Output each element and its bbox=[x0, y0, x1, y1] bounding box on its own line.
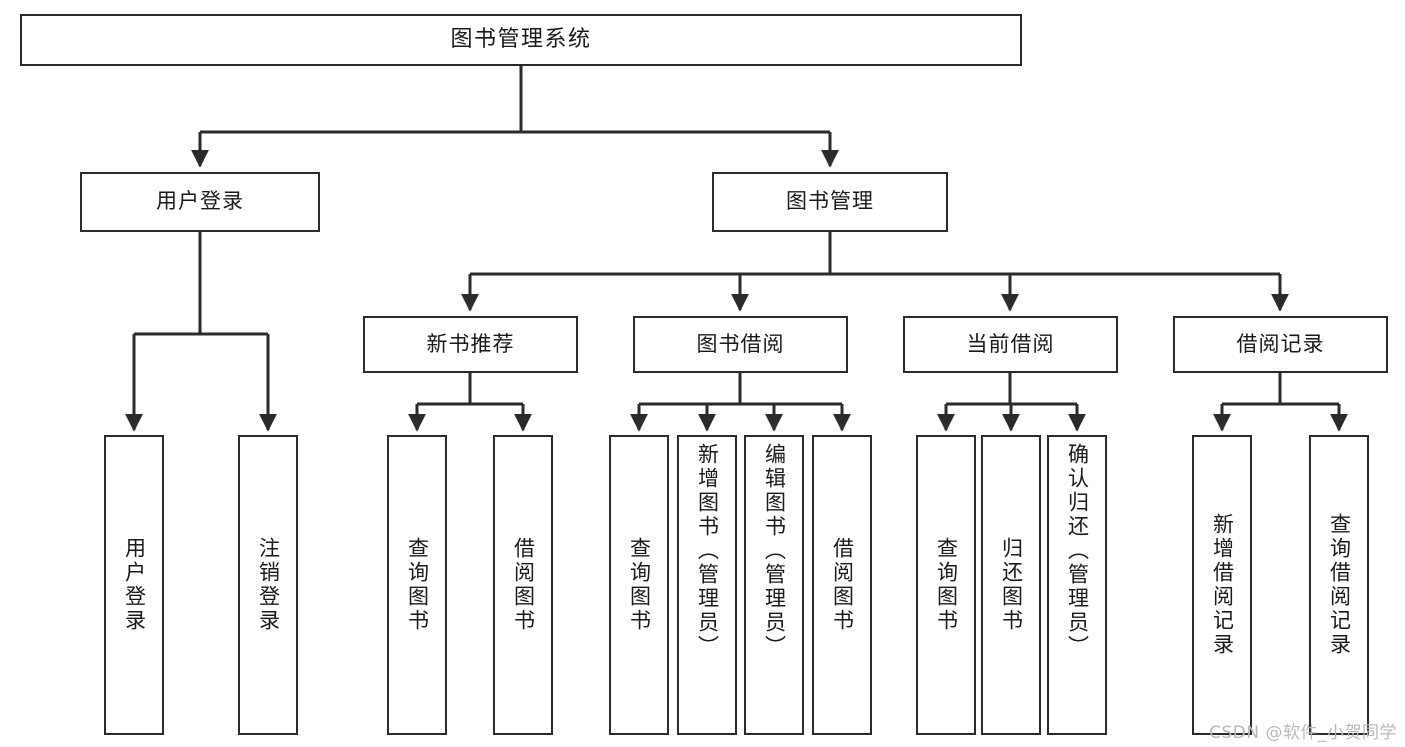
node-new-book-recommend[interactable]: 新书推荐 bbox=[363, 316, 578, 373]
node-label: 查询图书 bbox=[627, 537, 652, 633]
node-label: 图书管理系统 bbox=[450, 26, 592, 52]
leaf-borrow-borrow-book[interactable]: 借阅图书 bbox=[812, 435, 872, 735]
node-root-system[interactable]: 图书管理系统 bbox=[20, 14, 1022, 66]
node-label: 查询图书 bbox=[934, 537, 959, 633]
node-book-borrow[interactable]: 图书借阅 bbox=[633, 316, 848, 373]
leaf-borrow-edit-book-admin[interactable]: 编辑图书（管理员） bbox=[744, 435, 804, 735]
node-label: 编辑图书（管理员） bbox=[762, 443, 787, 659]
node-label: 新增借阅记录 bbox=[1210, 513, 1235, 657]
node-label: 借阅记录 bbox=[1236, 331, 1325, 356]
node-label: 借阅图书 bbox=[511, 537, 536, 633]
leaf-recommend-borrow-book[interactable]: 借阅图书 bbox=[493, 435, 553, 735]
leaf-current-query-book[interactable]: 查询图书 bbox=[916, 435, 976, 735]
leaf-current-return-book[interactable]: 归还图书 bbox=[981, 435, 1041, 735]
node-user-login[interactable]: 用户登录 bbox=[80, 172, 320, 232]
leaf-user-logout[interactable]: 注销登录 bbox=[238, 435, 298, 735]
node-book-management[interactable]: 图书管理 bbox=[712, 172, 948, 232]
watermark: CSDN @软件_小贺同学 bbox=[1209, 723, 1397, 743]
node-label: 查询借阅记录 bbox=[1327, 513, 1352, 657]
node-label: 图书管理 bbox=[786, 189, 874, 214]
node-label: 图书借阅 bbox=[696, 331, 785, 356]
leaf-borrow-add-book-admin[interactable]: 新增图书（管理员） bbox=[677, 435, 737, 735]
leaf-borrow-query-book[interactable]: 查询图书 bbox=[609, 435, 669, 735]
node-label: 归还图书 bbox=[999, 537, 1024, 633]
node-label: 当前借阅 bbox=[966, 331, 1055, 356]
leaf-record-add-record[interactable]: 新增借阅记录 bbox=[1192, 435, 1252, 735]
node-label: 借阅图书 bbox=[830, 537, 855, 633]
leaf-recommend-query-book[interactable]: 查询图书 bbox=[387, 435, 447, 735]
leaf-user-login[interactable]: 用户登录 bbox=[104, 435, 164, 735]
node-borrow-record[interactable]: 借阅记录 bbox=[1173, 316, 1388, 373]
node-label: 用户登录 bbox=[156, 189, 244, 214]
node-label: 查询图书 bbox=[405, 537, 430, 633]
leaf-record-query-record[interactable]: 查询借阅记录 bbox=[1309, 435, 1369, 735]
node-label: 确认归还（管理员） bbox=[1065, 443, 1090, 659]
leaf-current-confirm-return-admin[interactable]: 确认归还（管理员） bbox=[1047, 435, 1107, 735]
node-label: 新书推荐 bbox=[426, 331, 515, 356]
node-current-borrow[interactable]: 当前借阅 bbox=[903, 316, 1118, 373]
node-label: 新增图书（管理员） bbox=[695, 443, 720, 659]
node-label: 注销登录 bbox=[256, 537, 281, 633]
node-label: 用户登录 bbox=[122, 537, 147, 633]
